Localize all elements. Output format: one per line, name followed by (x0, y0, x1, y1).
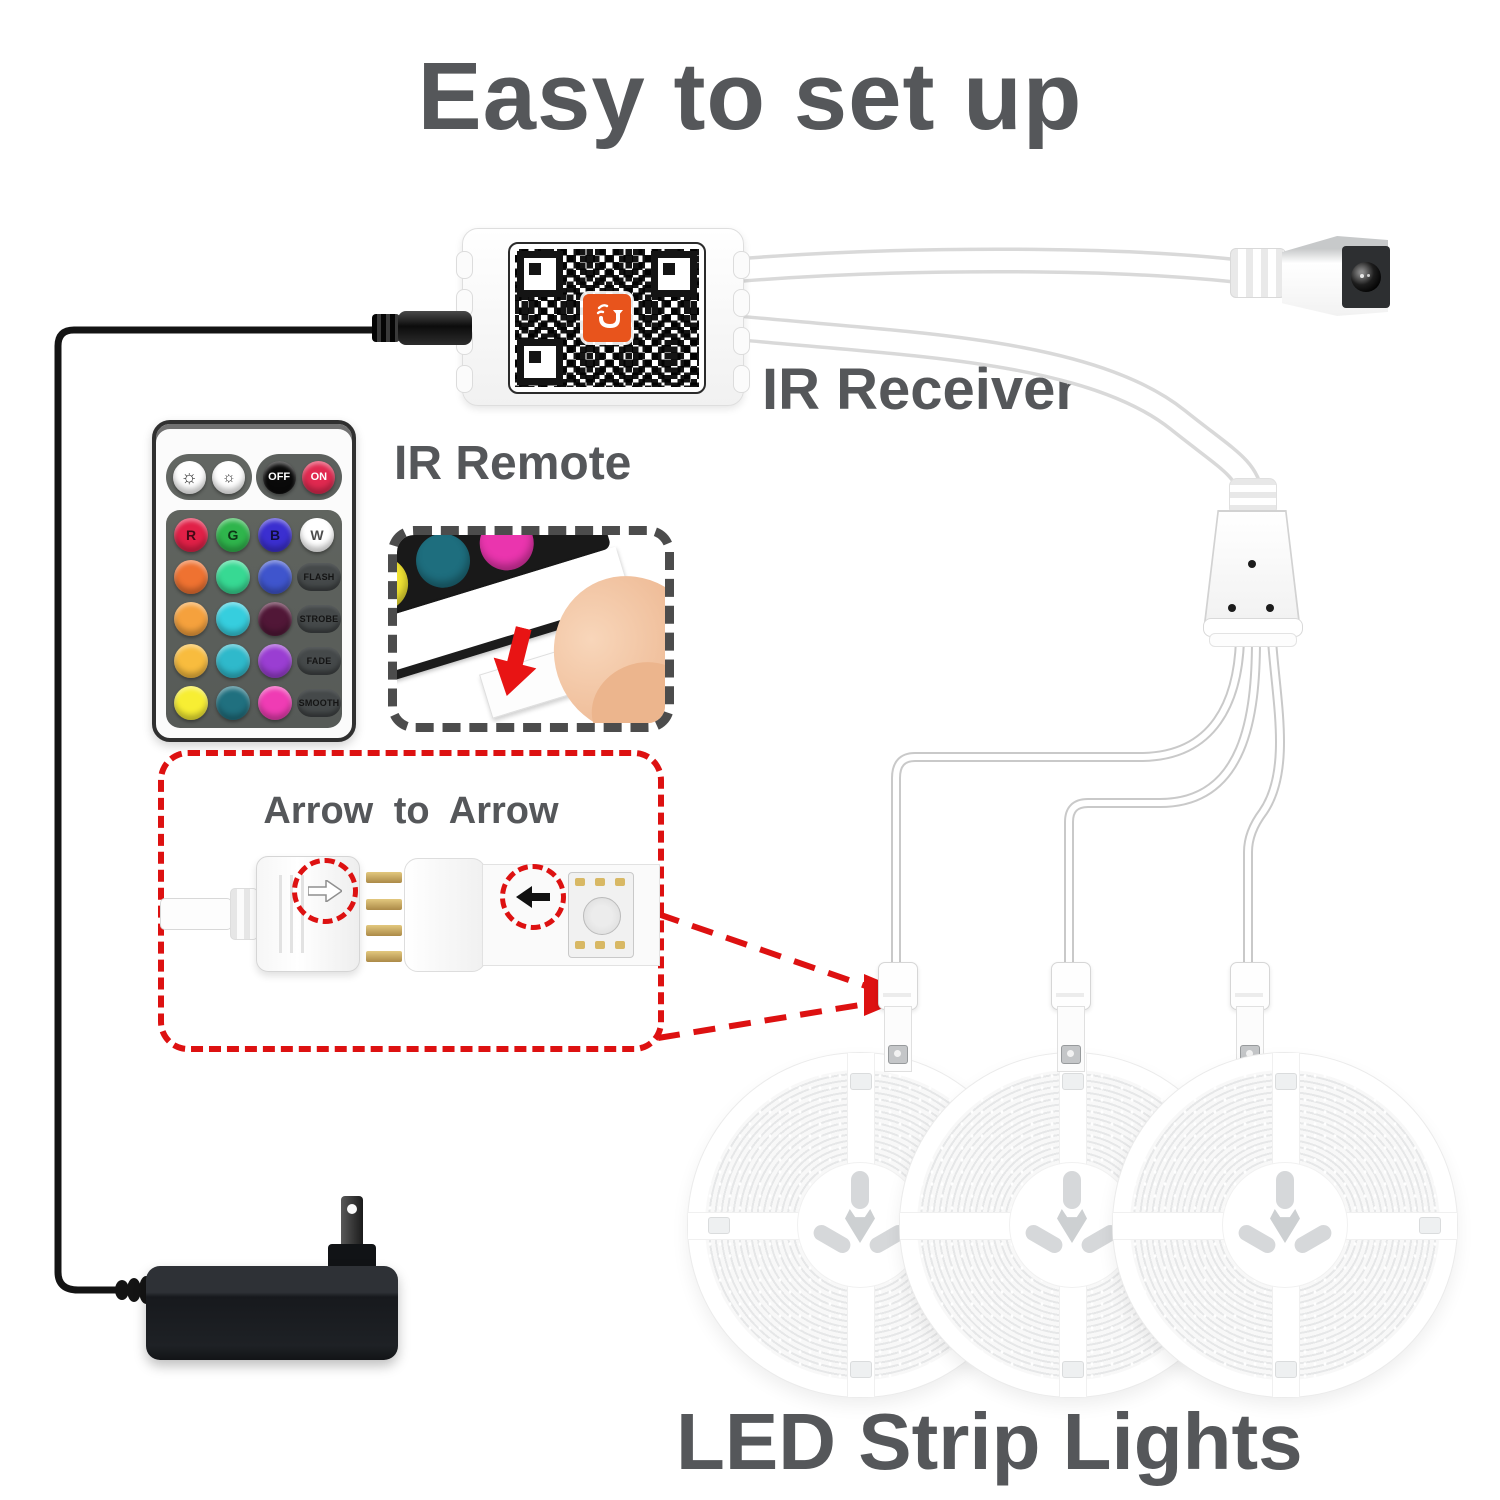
app-logo-icon (583, 294, 631, 342)
connector-pin (366, 872, 402, 883)
power-adapter (146, 1266, 398, 1360)
led-chip (568, 872, 634, 958)
color-button (174, 602, 208, 636)
strip-connector (878, 962, 918, 1010)
brightness-down-icon: ☼ (221, 468, 236, 486)
ir-led-icon (531, 526, 588, 533)
connector-pin (366, 951, 402, 962)
color-button (216, 686, 250, 720)
ir-remote-label: IR Remote (394, 437, 632, 490)
ir-receiver-strain-relief (1230, 248, 1286, 298)
qr-finder-tl (517, 251, 563, 297)
power-wire (54, 326, 402, 1294)
strip-wires (891, 639, 1285, 968)
page-title: Easy to set up (417, 43, 1083, 150)
ir-remote-control: ☼ ☼ OFF ON R G B W FLASH STROBE (152, 420, 356, 742)
ir-sensor-lens-icon (1351, 262, 1381, 292)
flash-button: FLASH (297, 563, 341, 591)
color-button (216, 602, 250, 636)
color-button (258, 602, 292, 636)
qr-code (508, 242, 706, 394)
pull-tab-arrow-icon (493, 626, 537, 696)
strip-end (1057, 1006, 1085, 1072)
us-plug-prong (341, 1196, 363, 1248)
color-button (174, 560, 208, 594)
connector-collar (230, 888, 258, 940)
brightness-down-button: ☼ (212, 460, 246, 494)
connector-pin (366, 899, 402, 910)
reel-hub-icon (1057, 1209, 1087, 1243)
power-button-pane: OFF ON (256, 454, 342, 500)
arrow-to-arrow-label: Arrow to Arrow (263, 790, 559, 832)
brightness-button-pane: ☼ ☼ (166, 454, 252, 500)
strobe-button: STROBE (297, 605, 341, 633)
connector-pin (366, 925, 402, 936)
red-button: R (174, 518, 208, 552)
off-button: OFF (262, 460, 296, 494)
led-strip-lights-label: LED Strip Lights (676, 1397, 1303, 1486)
on-button: ON (302, 460, 336, 494)
white-button: W (300, 518, 334, 552)
brightness-up-icon: ☼ (180, 466, 198, 488)
plug-base (328, 1244, 376, 1270)
reel-hub-icon (1270, 1209, 1300, 1243)
dc-plug-ribs (372, 314, 400, 342)
smooth-button: SMOOTH (297, 689, 341, 717)
strip-connector (1051, 962, 1091, 1010)
color-button (258, 686, 292, 720)
fade-button: FADE (297, 647, 341, 675)
strip-end-cap (404, 858, 486, 972)
color-button (258, 560, 292, 594)
one-to-three-splitter (1203, 478, 1303, 648)
ir-sensor-housing (1342, 246, 1390, 308)
brightness-up-button: ☼ (172, 460, 206, 494)
led-dome-icon (583, 897, 621, 935)
adapter-strain-relief (115, 1280, 129, 1300)
right-arrow-icon (308, 880, 342, 902)
color-button (216, 644, 250, 678)
color-button (216, 560, 250, 594)
blue-button: B (258, 518, 292, 552)
color-button (174, 644, 208, 678)
connector-cable (160, 898, 232, 930)
color-button (174, 686, 208, 720)
left-arrow-icon (516, 886, 550, 908)
connector-arrow-marker (292, 858, 358, 924)
battery-tab-inset (388, 526, 674, 732)
qr-finder-tr (651, 251, 697, 297)
app-logo-glyph (596, 304, 623, 329)
led-strip-reel (1113, 1053, 1457, 1397)
color-button (258, 644, 292, 678)
reel-hub-icon (845, 1209, 875, 1243)
funnel-arrow (657, 911, 914, 1041)
remote-color-grid: R G B W FLASH STROBE FADE SMOOTH (166, 510, 342, 728)
arrow-to-arrow-box: Arrow to Arrow (158, 750, 664, 1052)
strip-arrow-marker (500, 864, 566, 930)
qr-finder-bl (517, 339, 563, 385)
green-button: G (216, 518, 250, 552)
strip-connector (1230, 962, 1270, 1010)
strip-end (884, 1006, 912, 1072)
dc-plug (398, 311, 472, 345)
